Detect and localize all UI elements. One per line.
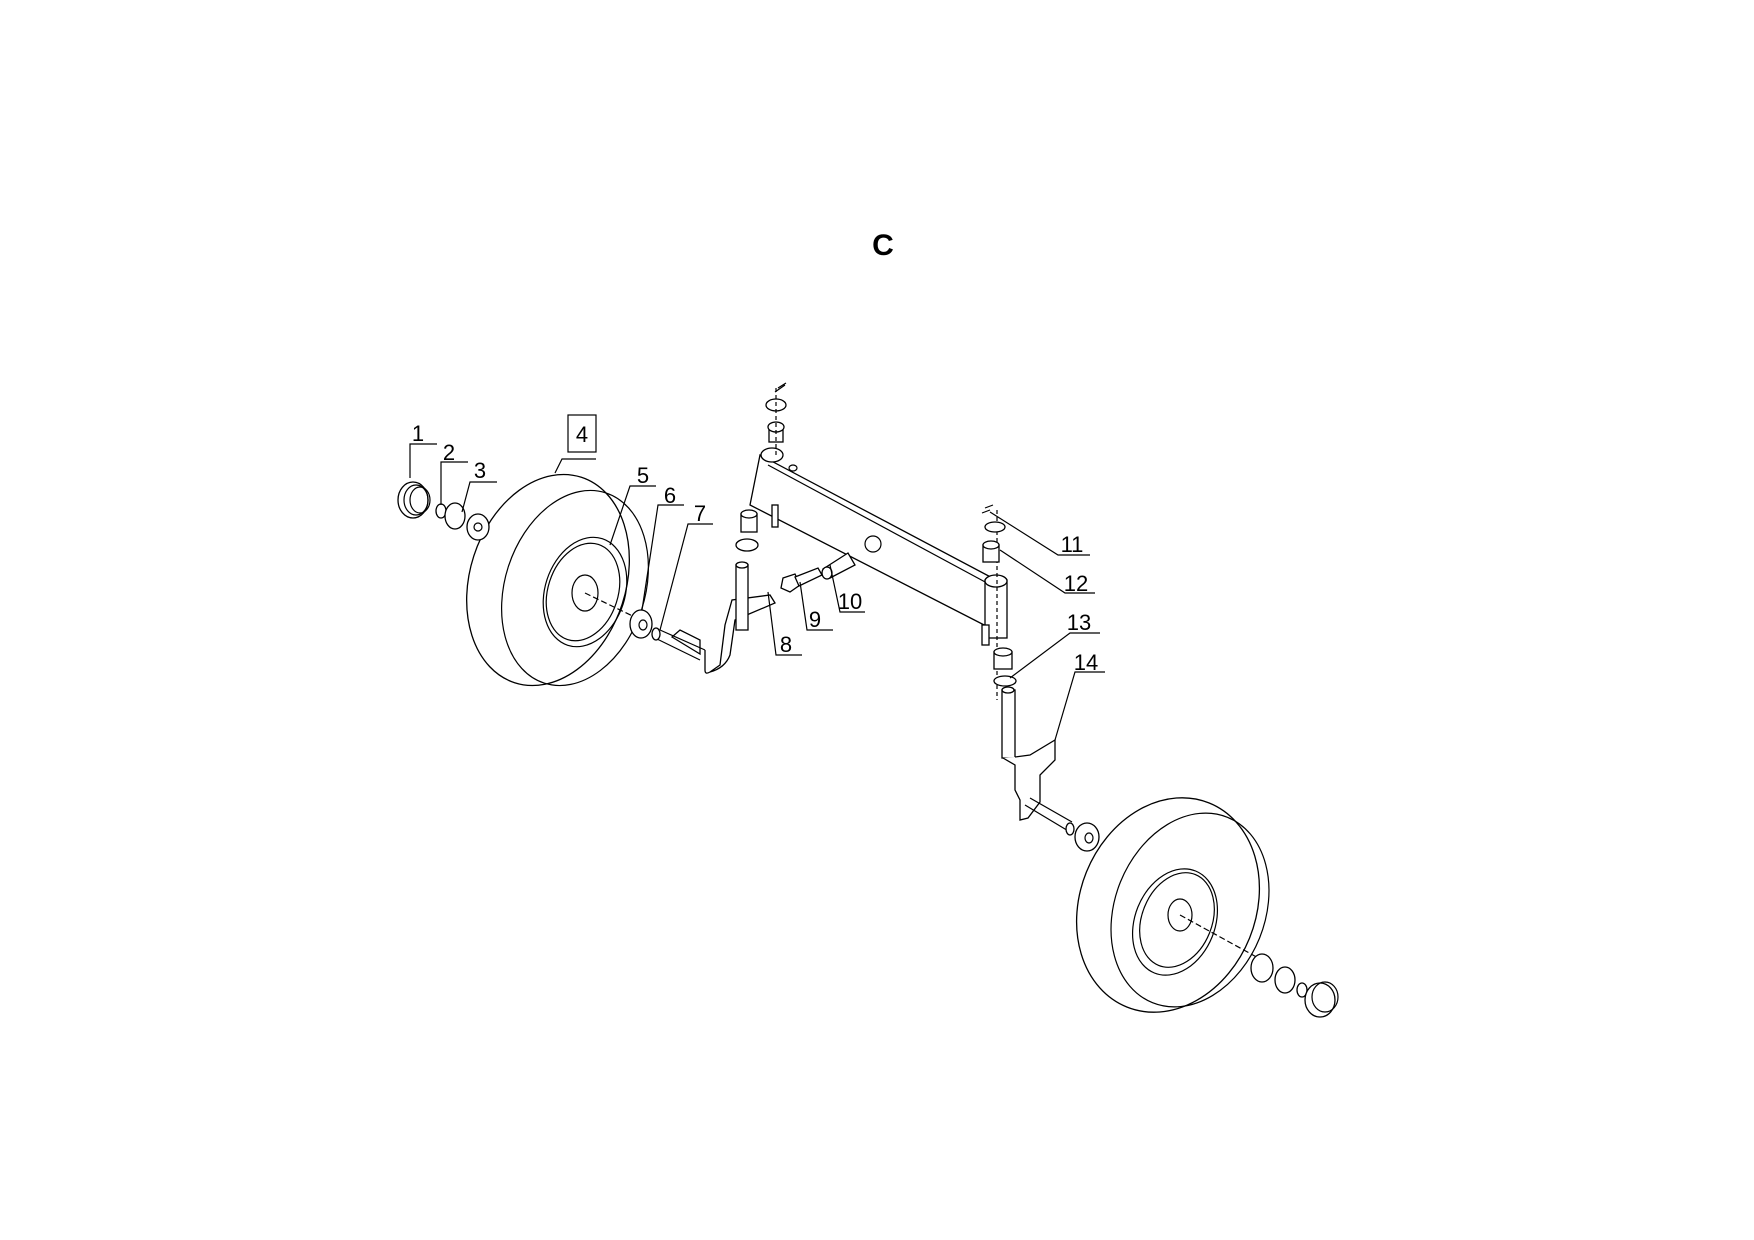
callout-7: 7 bbox=[694, 501, 706, 526]
callout-12: 12 bbox=[1064, 571, 1088, 596]
section-title: C bbox=[872, 229, 894, 262]
callout-3: 3 bbox=[474, 458, 486, 483]
left-wheel bbox=[466, 473, 649, 687]
callout-11: 11 bbox=[1061, 532, 1084, 557]
callout-labels: 1 2 3 4 5 6 7 8 9 10 11 12 13 14 bbox=[412, 421, 1098, 675]
callout-6: 6 bbox=[664, 483, 676, 508]
callout-2: 2 bbox=[443, 440, 455, 465]
callout-4: 4 bbox=[576, 422, 588, 447]
right-wheel bbox=[1075, 797, 1339, 1018]
left-hub-parts bbox=[397, 481, 653, 639]
callout-9: 9 bbox=[809, 607, 821, 632]
callout-1: 1 bbox=[412, 421, 424, 446]
callout-5: 5 bbox=[637, 463, 649, 488]
callout-8: 8 bbox=[780, 632, 792, 657]
callout-14: 14 bbox=[1074, 650, 1098, 675]
right-spindle bbox=[981, 504, 1100, 852]
axle-beam bbox=[749, 382, 1008, 646]
callout-13: 13 bbox=[1067, 610, 1091, 635]
bolt-and-spacer bbox=[780, 552, 856, 593]
leader-lines bbox=[409, 414, 1105, 741]
callout-10: 10 bbox=[838, 589, 862, 614]
left-spindle bbox=[651, 509, 776, 674]
